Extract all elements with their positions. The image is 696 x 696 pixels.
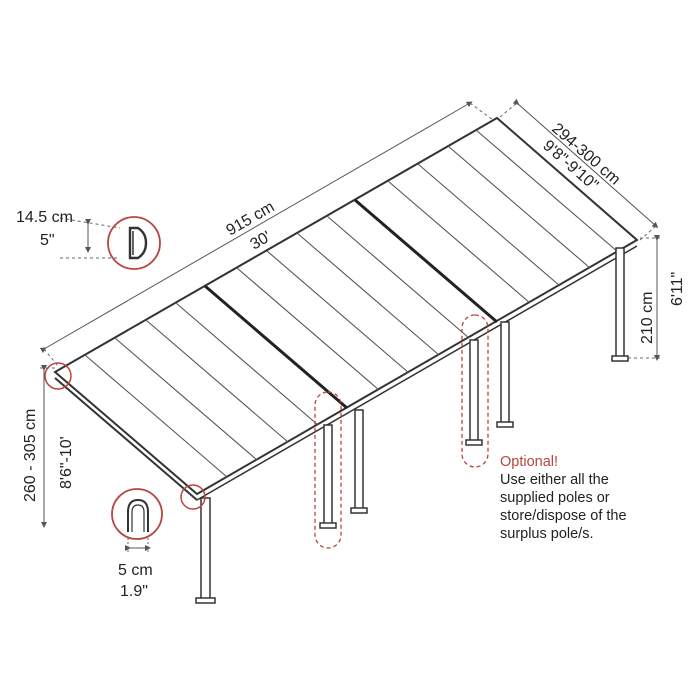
rear-height-cm-label: 210 cm [639, 292, 656, 344]
rear-beam [196, 245, 638, 501]
roof [53, 116, 639, 501]
post-middle-3 [469, 339, 479, 443]
note-line-3: store/dispose of the [500, 508, 627, 524]
post-middle-2 [354, 409, 364, 511]
post-rear-1 [615, 247, 625, 359]
note-line-1: Use either all the [500, 472, 609, 488]
note-title: Optional! [500, 454, 558, 470]
corner-detail-circle-rear [180, 484, 206, 510]
front-height-dimension: 260 - 305 cm 8'6"-10' [22, 365, 75, 528]
post-middle-1 [323, 424, 333, 526]
rear-height-ft-label: 6'11" [669, 272, 686, 306]
optional-note: Optional! Use either all the supplied po… [500, 454, 627, 542]
front-height-cm-label: 260 - 305 cm [22, 409, 39, 502]
post-middle-4 [500, 321, 510, 425]
optional-post-highlight-1 [314, 391, 342, 549]
post-width-in: 1.9" [120, 583, 148, 600]
gutter-profile-detail: 14.5 cm 5" [16, 209, 161, 270]
post-front-1 [200, 497, 211, 601]
post-width-cm: 5 cm [118, 562, 153, 579]
optional-post-highlight-2 [461, 314, 489, 468]
front-height-ft-label: 8'6"-10' [58, 436, 75, 489]
post-profile-detail: 5 cm 1.9" [111, 488, 163, 600]
note-line-4: surplus pole/s. [500, 526, 594, 542]
gutter-height-in: 5" [40, 232, 55, 249]
gutter-height-cm: 14.5 cm [16, 209, 73, 226]
note-line-2: supplied poles or [500, 490, 610, 506]
front-gutter-beam [54, 377, 198, 501]
optional-post-highlights [314, 314, 489, 549]
posts [195, 247, 629, 604]
rear-height-dimension: 210 cm 6'11" [628, 235, 686, 361]
